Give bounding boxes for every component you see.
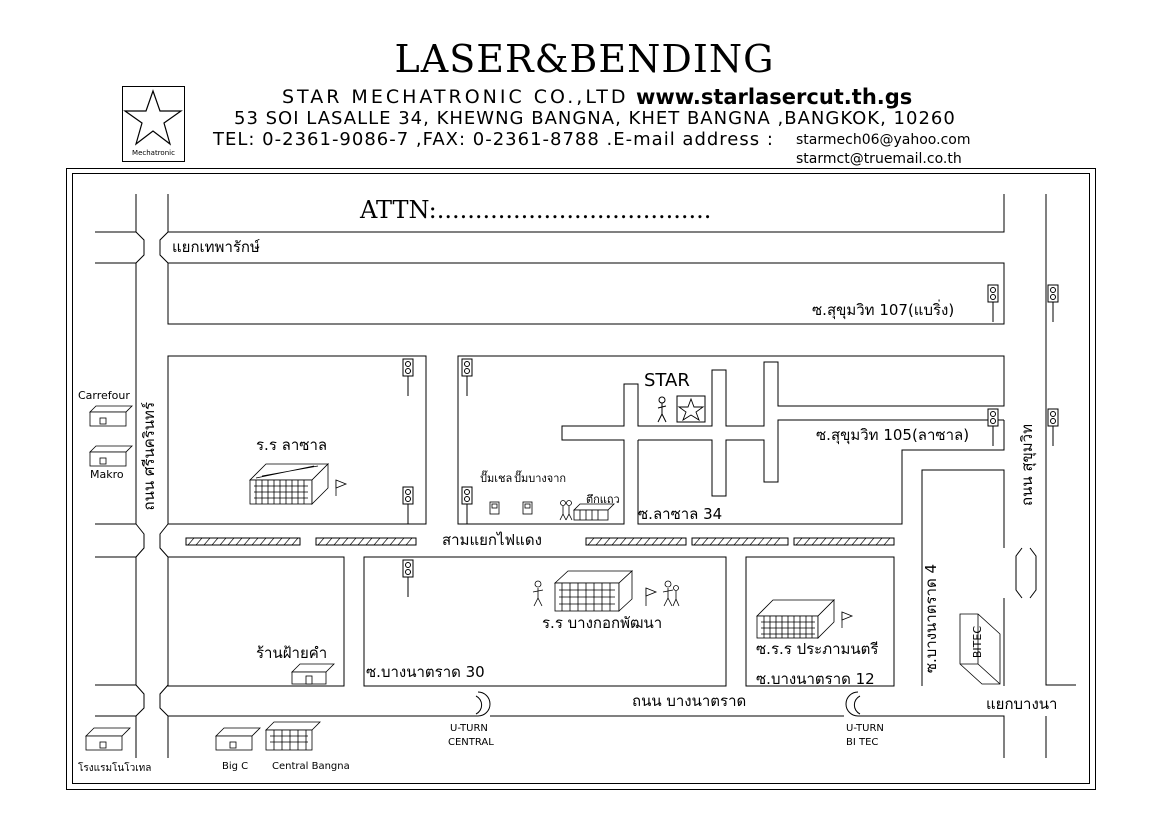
- block-bangkok-pattana: [363, 556, 727, 687]
- label-carrefour: Carrefour: [78, 389, 130, 402]
- label-shophouse: ตึกแถว: [586, 493, 620, 506]
- label-uturn-central-2: CENTRAL: [448, 737, 494, 748]
- label-hotel: โรงแรมโนโวเทล: [78, 763, 152, 774]
- shophouse-icon: [573, 503, 615, 521]
- traffic-light-icon: [1047, 408, 1059, 446]
- school-building-icon: [249, 463, 348, 505]
- label-srinakarin-road: ถนน ศรีนครินทร์: [140, 402, 158, 511]
- gas-station-icon: [522, 501, 533, 515]
- page-title: LASER&BENDING: [394, 37, 775, 81]
- gas-station-icon: [489, 501, 500, 515]
- traffic-light-icon: [461, 358, 473, 396]
- star-logo-icon: [123, 89, 183, 146]
- makro-building-icon: [89, 445, 133, 467]
- website-link[interactable]: www.starlasercut.th.gs: [636, 85, 913, 109]
- label-central-bangna: Central Bangna: [272, 761, 350, 772]
- shop-building-icon: [291, 663, 335, 685]
- label-big-c: Big C: [222, 761, 249, 772]
- label-gas-bangchak: ปั๊มบางจาก: [514, 472, 567, 485]
- sukhumvit-road-edge: [1045, 194, 1076, 758]
- bangna-trad-road-edge: [167, 715, 1005, 758]
- map-inner-frame: [72, 173, 1090, 784]
- label-soi-lasalle-34: ซ.ลาซาล 34: [638, 505, 723, 523]
- people-icon: [532, 580, 544, 607]
- label-bangkok-pattana: ร.ร บางกอกพัฒนา: [542, 614, 663, 632]
- star-company-marker-icon: [657, 395, 706, 423]
- email-secondary[interactable]: starmct@truemail.co.th: [796, 151, 962, 167]
- people-icon: [662, 580, 680, 607]
- block-soi-107: [167, 262, 1005, 325]
- label-gas-shell: ปั๊มเชล: [480, 472, 513, 485]
- school-building-icon: [756, 599, 854, 639]
- label-uturn-bitec-2: BI TEC: [846, 737, 879, 748]
- label-thepharak-junction: แยกเทพารักษ์: [172, 238, 260, 256]
- traffic-light-icon: [402, 486, 414, 524]
- block-gold-shop: [167, 556, 345, 687]
- label-soi-bangna-trad-30: ซ.บางนาตราด 30: [366, 663, 485, 681]
- label-bangna-trad-road: ถนน บางนาตราด: [632, 692, 747, 710]
- label-uturn-central-1: U-TURN: [450, 723, 488, 734]
- company-logo: [122, 86, 185, 162]
- block-lasalle-school: [167, 355, 427, 525]
- big-c-building-icon: [215, 727, 261, 751]
- traffic-light-icon: [402, 559, 414, 597]
- label-uturn-bitec-1: U-TURN: [846, 723, 884, 734]
- people-icon: [559, 500, 573, 521]
- label-bitec: BITEC: [971, 626, 984, 659]
- logo-caption: Mechatronic: [132, 149, 175, 157]
- traffic-light-icon: [402, 358, 414, 396]
- label-makro: Makro: [90, 468, 124, 481]
- block-bitec: [921, 469, 1005, 686]
- company-name: STAR MECHATRONIC CO.,LTD: [282, 86, 629, 108]
- email-primary[interactable]: starmech06@yahoo.com: [796, 132, 971, 148]
- carrefour-building-icon: [89, 405, 133, 427]
- attn-field[interactable]: ATTN:...................................…: [360, 196, 712, 224]
- traffic-light-icon: [987, 284, 999, 322]
- label-samyaek-lights: สามแยกไฟแดง: [442, 531, 542, 549]
- label-prapa-school: ซ.ร.ร ประภามนตรี: [756, 640, 879, 658]
- traffic-light-icon: [1047, 284, 1059, 322]
- company-address: 53 SOI LASALLE 34, KHEWNG BANGNA, KHET B…: [234, 108, 956, 129]
- label-star: STAR: [644, 370, 690, 391]
- label-soi-105: ซ.สุขุมวิท 105(ลาซาล): [816, 426, 970, 444]
- contact-line: TEL: 0-2361-9086-7 ,FAX: 0-2361-8788 .E-…: [213, 129, 774, 150]
- traffic-light-icon: [461, 486, 473, 524]
- school-building-icon: [553, 570, 658, 612]
- map-outer-frame: [66, 168, 1096, 790]
- block-central: [457, 355, 1005, 525]
- label-soi-bangna-trad-4: ซ.บางนาตราด 4: [922, 564, 940, 674]
- traffic-light-icon: [987, 408, 999, 446]
- label-sukhumvit-road: ถนน สุขุมวิท: [1018, 424, 1036, 506]
- label-lasalle-school: ร.ร ลาซาล: [256, 436, 328, 454]
- hotel-building-icon: [85, 727, 131, 751]
- label-gold-shop: ร้านฝ้ายคำ: [256, 644, 328, 662]
- label-bangna-junction: แยกบางนา: [986, 695, 1058, 713]
- block-prapa-school: [745, 556, 895, 687]
- central-bangna-building-icon: [265, 721, 321, 751]
- label-soi-107: ซ.สุขุมวิท 107(แบริ่ง): [812, 301, 955, 319]
- label-soi-bangna-trad-12: ซ.บางนาตราด 12: [756, 670, 875, 688]
- bitec-building-icon: [959, 613, 1001, 685]
